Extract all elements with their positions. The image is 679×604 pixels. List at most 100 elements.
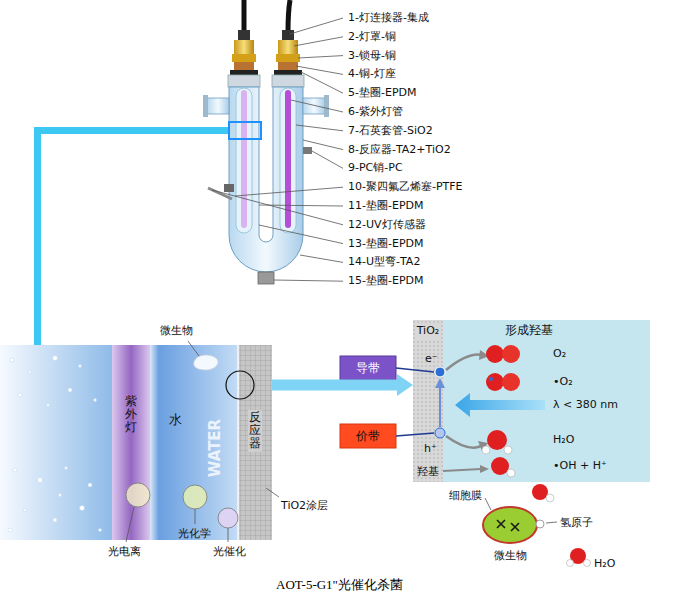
- molecules-part: [455, 393, 545, 417]
- leader-lines-part: [301, 72, 343, 93]
- uv-reactor-part: [238, 30, 250, 40]
- uv-reactor-part: [288, 0, 290, 32]
- bubbles-part: [53, 518, 57, 522]
- node-text: 形成羟基: [505, 323, 553, 338]
- valence-band-box: 价带: [340, 424, 396, 448]
- molecules-part: [584, 560, 591, 567]
- hydroxyl-region: 形成羟基: [443, 320, 650, 482]
- bubbles-part: [18, 393, 22, 397]
- bubbles-part: [88, 483, 92, 487]
- uv-reactor-part: [234, 40, 254, 54]
- leader-lines: [212, 18, 343, 281]
- bubbles-part: [68, 388, 72, 392]
- uv-reactor-part: [207, 98, 229, 114]
- zoom-panel-part: [446, 436, 481, 448]
- microbe-blob: [188, 341, 218, 370]
- bubbles-part: [8, 528, 12, 532]
- uv-reactor-part: [232, 54, 256, 62]
- zoom-panel: [340, 320, 650, 482]
- leader-lines-part: [312, 151, 343, 168]
- microbe-cell-part: [483, 507, 537, 543]
- charge-label: h⁺: [424, 442, 437, 456]
- node-text: 紫外灯: [125, 395, 137, 435]
- process-circles: [126, 371, 279, 542]
- process-circles-part: [218, 508, 238, 528]
- molecules-part: [532, 484, 548, 500]
- zoom-panel-part: [435, 428, 445, 438]
- process-circles-part: [126, 483, 150, 507]
- node-text: 价带: [356, 429, 380, 444]
- part-label: TiO2涂层: [281, 499, 328, 513]
- uv-reactor-part: [228, 75, 260, 87]
- part-label: 氢原子: [560, 516, 593, 530]
- molecules-part: [486, 345, 504, 363]
- uv-reactor-part: [229, 87, 303, 272]
- bubbles-part: [38, 478, 43, 483]
- microbe-cell: [483, 498, 557, 543]
- arrow-head: [397, 374, 413, 396]
- molecules-part: [487, 430, 507, 450]
- callout-label: 7-石英套管-SiO2: [348, 124, 433, 138]
- cross-section-part: [237, 345, 239, 540]
- molecules-part: [567, 560, 574, 567]
- tio2-layer: TiO₂: [413, 320, 443, 482]
- process-circles-part: [228, 528, 229, 542]
- callout-label: 9-PC销-PC: [348, 161, 403, 175]
- zoom-panel-part: [443, 320, 650, 482]
- species-label: H₂O: [553, 433, 574, 447]
- process-label: 光电离: [108, 545, 141, 559]
- bubbles-part: [80, 506, 85, 511]
- zoom-panel-part: [340, 424, 396, 448]
- uv-reactor-part: [285, 90, 291, 228]
- callout-label: 12-UV灯传感器: [348, 218, 426, 232]
- process-circles-part: [226, 371, 254, 399]
- microbe-blob-part: [194, 355, 218, 370]
- uv-reactor-part: [241, 90, 247, 228]
- microbe-cell-part: [497, 520, 519, 531]
- zoom-panel-part: [446, 355, 482, 370]
- uv-reactor-part: [242, 0, 247, 32]
- zoom-panel-part: [340, 356, 396, 380]
- wavelength-label: λ < 380 nm: [553, 398, 618, 412]
- uv-reactor-part: [278, 62, 298, 70]
- cross-section-part: [0, 345, 112, 540]
- uv-reactor-part: [282, 30, 294, 40]
- callout-label: 2-灯罩-铜: [348, 30, 396, 44]
- bubbles-part: [10, 358, 14, 362]
- uv-reactor-part: [236, 88, 252, 233]
- microbe-cell-part: [546, 522, 557, 523]
- molecules-part: [482, 446, 490, 454]
- leader-lines-part: [300, 255, 343, 262]
- bubbles-part: [13, 468, 17, 472]
- bubbles-part: [53, 356, 58, 361]
- microbe-blob-part: [188, 341, 199, 356]
- process-label: 光化学: [178, 527, 211, 541]
- species-label: •OH + H⁺: [553, 459, 607, 473]
- species-label: •O₂: [553, 375, 573, 389]
- molecules-part: [486, 373, 504, 391]
- leader-lines-part: [294, 37, 343, 46]
- process-circles-part: [126, 507, 134, 542]
- callout-label: 8-反应器-TA2+TiO2: [348, 143, 451, 157]
- uv-lamp-band: 紫外灯: [112, 345, 150, 540]
- uv-reactor-part: [272, 75, 304, 87]
- uv-reactor-part: [278, 40, 298, 54]
- part-label: 微生物: [160, 324, 193, 338]
- callout-label: 14-U型弯-TA2: [348, 255, 420, 269]
- bubbles: [8, 356, 102, 533]
- molecules-part: [489, 377, 493, 381]
- microbe-cell-part: [485, 498, 491, 510]
- microbe-cell: 微生物: [482, 505, 538, 563]
- zoom-panel-part: [396, 368, 434, 372]
- charge-label: e⁻: [425, 352, 438, 366]
- molecules-part: [504, 446, 512, 454]
- callout-label: 15-垫圈-EPDM: [348, 274, 423, 288]
- bubbles-part: [99, 529, 102, 532]
- callout-label: 1-灯连接器-集成: [348, 11, 429, 25]
- leader-lines-part: [296, 125, 343, 131]
- molecules-part: [502, 373, 520, 391]
- uv-reactor-part: [229, 122, 261, 139]
